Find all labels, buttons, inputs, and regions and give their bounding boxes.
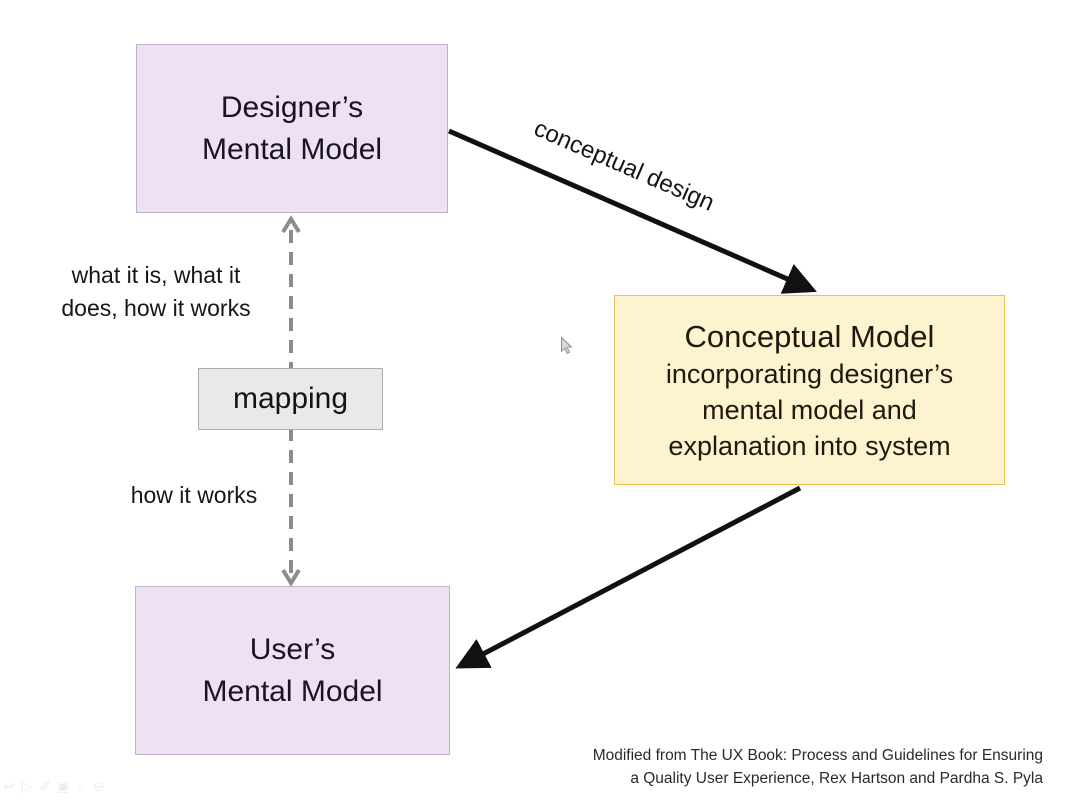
mouse-cursor-icon xyxy=(561,337,573,354)
designer-mental-model-node: Designer’s Mental Model xyxy=(136,44,448,213)
arrow-conceptual-to-user xyxy=(455,485,802,669)
mapping-label: mapping xyxy=(232,382,349,415)
attribution-text: Modified from The UX Book: Process and G… xyxy=(592,747,1043,788)
camera-icon[interactable]: ▣ xyxy=(56,777,70,794)
arrow-designer-to-conceptual xyxy=(447,128,817,294)
conceptual-model-title: Conceptual Model xyxy=(684,318,935,354)
user-mental-model-node: User’s Mental Model xyxy=(135,586,450,755)
user-mental-model-label: User’s Mental Model xyxy=(202,632,383,708)
undo-icon[interactable]: ↩ xyxy=(3,777,15,794)
ghost-annotation-toolbar: ↩ ▷ ✐ ▣ ⌕ ⊖ xyxy=(2,778,106,794)
mapping-node: mapping xyxy=(198,368,383,430)
designer-mental-model-label: Designer’s Mental Model xyxy=(201,90,383,166)
mapping-top-edge-label: what it is, what it does, how it works xyxy=(61,262,251,322)
zoom-icon[interactable]: ⌕ xyxy=(77,777,85,794)
conceptual-model-description: incorporating designer’s mental model an… xyxy=(665,359,954,461)
conceptual-model-node: Conceptual Model incorporating designer’… xyxy=(614,295,1005,485)
pen-icon[interactable]: ✐ xyxy=(39,777,51,794)
dashed-arrowhead-up xyxy=(281,215,301,234)
dashed-arrowhead-down xyxy=(281,568,301,587)
mapping-bottom-edge-label: how it works xyxy=(130,482,258,508)
minus-icon[interactable]: ⊖ xyxy=(93,777,105,794)
play-icon[interactable]: ▷ xyxy=(21,777,33,794)
